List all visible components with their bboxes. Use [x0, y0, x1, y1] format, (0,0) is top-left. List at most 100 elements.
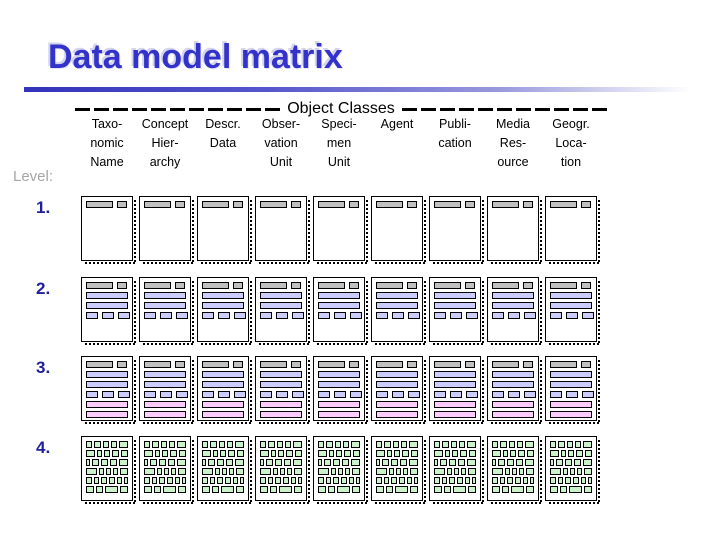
data-bar-blue-small [234, 312, 246, 319]
matrix-cell-taxonomic-name-level-3 [81, 356, 136, 424]
green-data-cell [178, 468, 186, 475]
green-data-cell [286, 450, 294, 457]
green-data-cell [464, 477, 471, 484]
green-data-cell [400, 459, 407, 466]
green-data-cell [467, 441, 476, 448]
header-box [233, 282, 243, 289]
data-bar-blue-small [276, 391, 288, 398]
bar-row [86, 477, 129, 484]
green-data-cell [335, 450, 343, 457]
bar-row [86, 459, 128, 466]
data-bar-blue [318, 381, 360, 388]
green-data-cell [434, 450, 444, 457]
bar-row [202, 361, 244, 368]
green-data-cell [292, 459, 302, 466]
data-bar-blue [260, 302, 302, 309]
bar-row [434, 201, 476, 208]
data-bar-blue [86, 292, 128, 299]
bar-row [202, 477, 245, 484]
data-bar-blue [202, 371, 244, 378]
bar-row [86, 282, 128, 289]
green-data-cell [434, 441, 441, 448]
header-box [117, 282, 127, 289]
green-data-cell [159, 477, 165, 484]
green-data-cell [507, 477, 513, 484]
matrix-cell-geographic-location-level-1 [545, 196, 600, 264]
green-data-cell [508, 441, 516, 448]
green-data-cell [393, 450, 401, 457]
green-data-cell [340, 477, 347, 484]
bar-row [260, 459, 302, 466]
column-header-line: cation [438, 136, 472, 150]
matrix-cell-taxonomic-name-level-1 [81, 196, 136, 264]
header-bar [492, 361, 519, 368]
data-bar-blue [434, 371, 476, 378]
bar-row [492, 361, 534, 368]
green-data-cell [326, 441, 333, 448]
object-classes-dash-right [401, 107, 607, 111]
green-data-cell [120, 486, 128, 493]
bar-row [144, 312, 188, 319]
matrix-cell-observation-unit-level-4 [255, 436, 310, 504]
green-data-cell [260, 441, 267, 448]
matrix-cell-specimen-unit-level-3 [313, 356, 368, 424]
bar-row [144, 361, 186, 368]
green-data-cell [161, 450, 169, 457]
green-data-cell [95, 486, 104, 493]
header-bar [434, 201, 461, 208]
data-bar-blue [376, 381, 418, 388]
green-data-cell [434, 477, 440, 484]
header-bar [376, 201, 403, 208]
data-bar-pink [318, 401, 360, 408]
green-data-cell [499, 477, 506, 484]
bar-row [318, 477, 361, 484]
green-data-cell [441, 477, 448, 484]
header-bar [202, 282, 229, 289]
green-data-cell [101, 477, 107, 484]
bar-row [86, 201, 128, 208]
data-bar-blue [202, 292, 244, 299]
green-data-cell [466, 459, 476, 466]
data-bar-blue-small [492, 312, 504, 319]
data-bar-blue [202, 381, 244, 388]
green-data-cell [569, 486, 583, 493]
bar-row [144, 459, 186, 466]
green-data-cell [260, 477, 266, 484]
green-data-cell [454, 468, 459, 475]
data-bar-blue-small [492, 391, 504, 398]
green-data-cell [492, 477, 498, 484]
column-header-line: Unit [327, 155, 351, 169]
green-data-cell [514, 477, 521, 484]
green-data-cell [112, 450, 120, 457]
green-data-cell [343, 441, 350, 448]
data-bar-blue-small [118, 312, 130, 319]
green-data-cell [150, 459, 158, 466]
green-data-cell [550, 450, 560, 457]
green-data-cell [337, 486, 351, 493]
green-data-cell [353, 450, 360, 457]
green-data-cell [86, 486, 94, 493]
header-box [291, 361, 301, 368]
green-data-cell [209, 477, 216, 484]
bar-row [202, 450, 244, 457]
header-box [233, 361, 243, 368]
title-divider [24, 87, 704, 92]
data-bar-blue-small [292, 312, 304, 319]
green-data-cell [106, 468, 111, 475]
bar-row [492, 201, 534, 208]
header-box [523, 282, 533, 289]
bar-row [202, 441, 244, 448]
bar-row [318, 201, 360, 208]
data-bar-blue-small [508, 312, 520, 319]
data-bar-blue-small [202, 391, 214, 398]
green-data-cell [550, 459, 555, 466]
bar-row [260, 312, 304, 319]
bar-row [260, 468, 302, 475]
green-data-cell [279, 486, 293, 493]
matrix-cell-media-resource-level-3 [487, 356, 542, 424]
green-data-cell [113, 468, 118, 475]
green-data-cell [287, 468, 292, 475]
